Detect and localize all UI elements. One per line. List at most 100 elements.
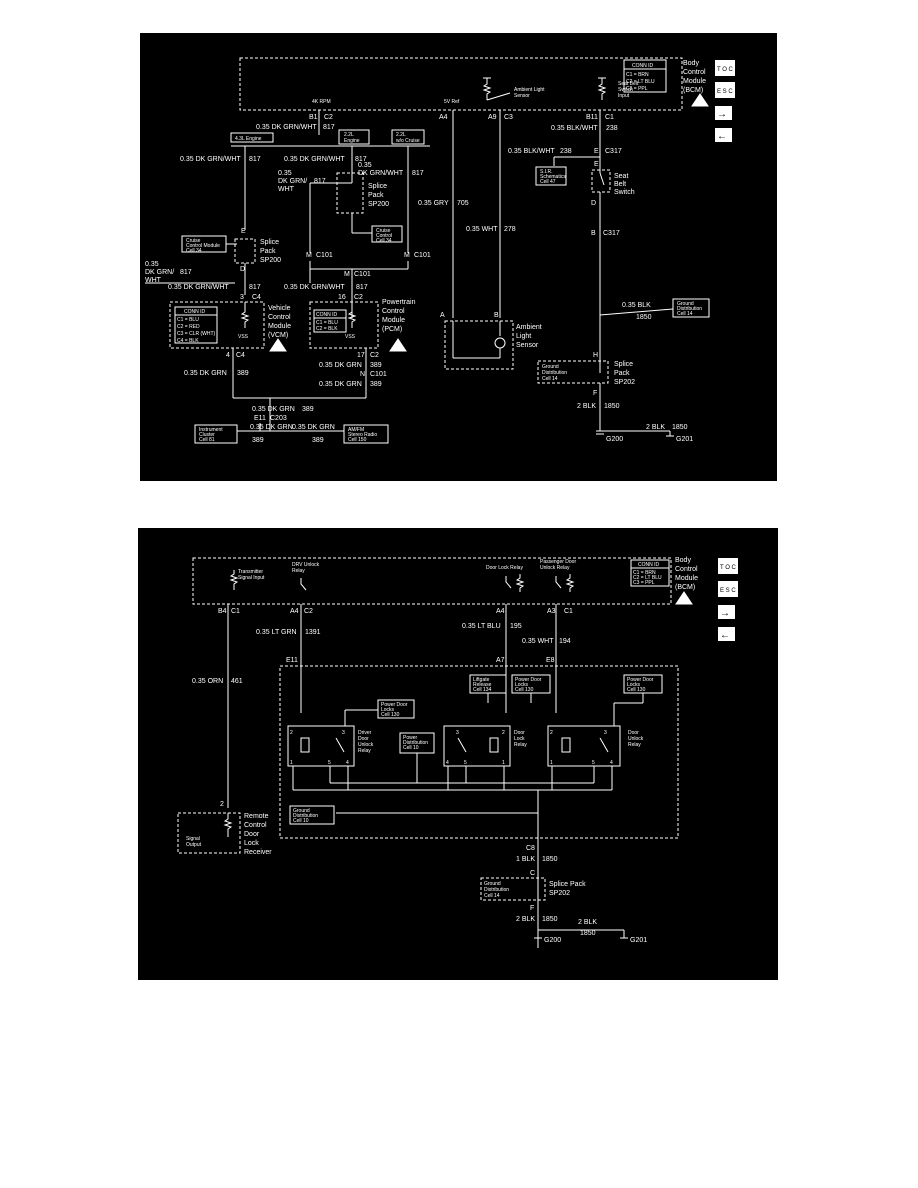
conn-id-c1: C1 = BRN — [626, 72, 649, 78]
dlr-contact — [505, 576, 512, 589]
relay3-pin1: 1 — [550, 760, 553, 766]
relay3-pin3: 3 — [604, 730, 607, 736]
pin-a7: A7 — [496, 657, 505, 664]
bcm2-label-4: (BCM) — [675, 584, 695, 591]
wire-238-b: 0.35 BLK/WHT — [508, 148, 555, 155]
prev-button-2[interactable]: ← — [718, 627, 735, 641]
wire-389-c: 0.35 DK GRN — [319, 381, 362, 388]
label-sp202-b: Pack — [614, 370, 630, 377]
bcm-label-4: (BCM) — [683, 87, 703, 94]
driver-door-unlock-relay-box — [287, 725, 355, 767]
pcm-resistor — [347, 302, 357, 328]
bcm-outline — [239, 57, 683, 111]
pdu-coil — [565, 574, 575, 592]
label-rc-4: Lock — [244, 840, 259, 847]
relay3-pin2: 2 — [550, 730, 553, 736]
seat-belt-switch-contact — [599, 172, 605, 186]
label-dl-3: Relay — [514, 742, 527, 748]
label-pwr-1: Power — [403, 735, 418, 741]
splice-pack-sp202-outline — [537, 360, 609, 384]
next-button[interactable]: → — [715, 106, 732, 120]
vcm-conn-id-box — [174, 306, 218, 344]
circuit-1391: 1391 — [305, 629, 321, 636]
circuit-195: 195 — [510, 623, 522, 630]
circuit-278: 278 — [504, 226, 516, 233]
pcm-esd-icon — [389, 338, 407, 352]
esc-button[interactable]: E S C — [715, 82, 735, 98]
option-box-22l — [338, 129, 370, 145]
label-so-2: Output — [186, 842, 202, 848]
conn-c317-b: C317 — [603, 230, 620, 237]
vcm-conn-title: CONN ID — [184, 309, 206, 315]
vcm-c4: C4 = BLK — [177, 338, 199, 344]
label-belt: Belt — [614, 181, 626, 188]
next-arrow-icon: → — [717, 109, 727, 120]
label-pcm-4: (PCM) — [382, 326, 402, 333]
label-pdl-5: Locks — [627, 682, 641, 688]
wire-1391: 0.35 LT GRN — [256, 629, 297, 636]
next-button-2[interactable]: → — [718, 605, 735, 619]
label-vcm-2: Control — [268, 314, 291, 321]
label-22l-c: 2.2L — [396, 132, 406, 138]
door-lock-relay-box — [443, 725, 511, 767]
circuit-238-a: 238 — [606, 125, 618, 132]
wiring-diagram-bottom: Body Control Module (BCM) CONN ID C1 = B… — [138, 528, 778, 980]
pin-n: N — [360, 371, 365, 378]
label-gd2-6: Cell 14 — [484, 893, 500, 899]
circuit-817-c: 817 — [355, 156, 367, 163]
label-sp200-a: Splice — [368, 183, 387, 190]
circuit-817-b: 817 — [249, 156, 261, 163]
label-rc-3: Door — [244, 831, 260, 838]
pin-c: C — [530, 870, 535, 877]
relay2-switch — [457, 737, 467, 753]
pin-m-a: M — [306, 252, 312, 259]
prev-button[interactable]: ← — [715, 128, 732, 142]
wire-389-f: 0.35 DK GRN — [292, 424, 335, 431]
label-sp200-b: Pack — [368, 192, 384, 199]
dlr-coil — [515, 574, 525, 592]
vcm-c3: C3 = CLR (WHT) — [177, 331, 216, 337]
pin-h: H — [593, 352, 598, 359]
conn-c2-c: C2 — [370, 352, 379, 359]
vcm-esd-icon — [269, 338, 287, 352]
circuit-1850-d: 1850 — [542, 856, 558, 863]
pin-f: F — [593, 390, 597, 397]
label-ddu-1: Driver — [358, 730, 372, 736]
remote-receiver-outline — [177, 812, 241, 854]
pin-e11-2: E11 — [286, 657, 298, 664]
pin-m-c: M — [344, 271, 350, 278]
relay2-pin2: 2 — [502, 730, 505, 736]
circuit-461: 461 — [231, 678, 243, 685]
conn-c1-b: C1 — [564, 608, 573, 615]
label-lg-1: Liftgate — [473, 677, 490, 683]
pin-c-switch: E — [594, 161, 599, 168]
relay1-switch — [335, 737, 345, 753]
circuit-1850-b: 1850 — [604, 403, 620, 410]
splice-pack-sp200-lower — [234, 238, 256, 264]
label-sbs-top2: Switch — [618, 87, 633, 93]
wire-817-d2: DK GRN/ — [278, 178, 307, 185]
wire-817-d1: 0.35 — [278, 170, 292, 177]
schematic-svg-bottom: Body Control Module (BCM) CONN ID C1 = B… — [177, 557, 738, 948]
label-gd2-3: Cell 10 — [293, 818, 309, 824]
toc-button[interactable]: T O C — [715, 60, 735, 76]
label-rpm: 4K RPM — [312, 99, 331, 105]
receiver-resistor — [223, 813, 233, 837]
label-so-1: Signal — [186, 836, 200, 842]
pcm-vss: VSS — [345, 334, 356, 340]
bcm-label-2: Control — [683, 69, 706, 76]
label-tx-2: Signal Input — [238, 575, 265, 581]
label-du-3: Relay — [628, 742, 641, 748]
esc-label-2: E S C — [720, 588, 736, 594]
label-radio-3: Cell 150 — [348, 437, 367, 443]
esc-button-2[interactable]: E S C — [718, 581, 738, 597]
bcm2-label-3: Module — [675, 575, 698, 582]
toc-button-2[interactable]: T O C — [718, 558, 738, 574]
label-drv-2: Relay — [292, 568, 305, 574]
next-arrow-icon-2: → — [720, 608, 730, 619]
bcm-label-1: Body — [683, 60, 699, 67]
prev-arrow-icon-2: ← — [720, 630, 730, 641]
conn-c203: C203 — [270, 415, 287, 422]
label-du-1: Door — [628, 730, 639, 736]
relay2-pin5: 5 — [464, 760, 467, 766]
